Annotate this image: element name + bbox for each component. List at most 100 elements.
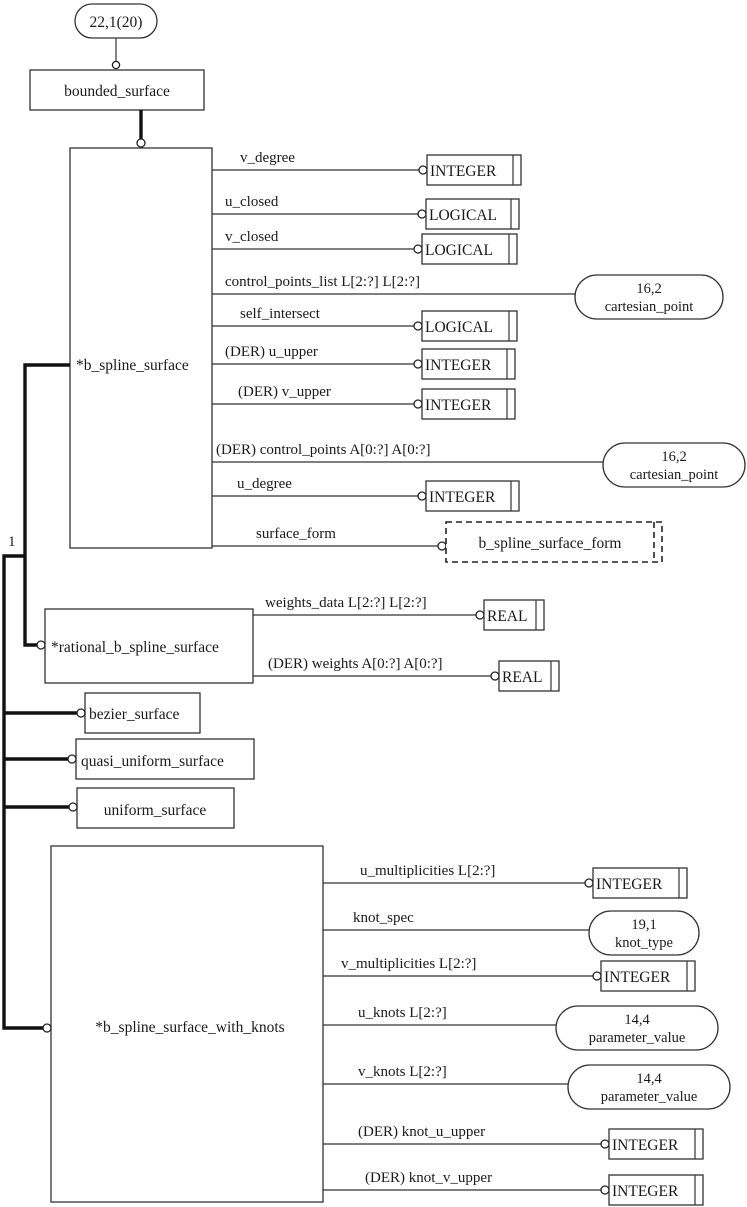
optional-circle-icon (437, 541, 447, 551)
simple-type-target[interactable]: INTEGER (426, 154, 522, 186)
simple-type-target[interactable]: LOGICAL (425, 198, 520, 230)
page-ref-node-shape (555, 1005, 719, 1051)
optional-circle-icon (475, 610, 485, 620)
page-ref-node-shape (588, 910, 700, 956)
simple-type-target[interactable]: INTEGER (608, 1174, 704, 1206)
entity-rational-b-spline-surface-label: *rational_b_spline_surface (51, 639, 219, 656)
simple-type-target[interactable]: LOGICAL (421, 310, 518, 342)
defined-type-target[interactable]: b_spline_surface_form (445, 521, 663, 563)
entity-quasi-uniform-surface-label: quasi_uniform_surface (81, 753, 224, 770)
attribute-label: knot_spec (353, 910, 414, 926)
page-ref-label: 22,1(20) (90, 14, 143, 31)
type-name: REAL (502, 669, 542, 686)
rational-subtype-circle (36, 640, 46, 650)
entity-bezier-surface[interactable]: bezier_surface (84, 692, 201, 734)
attribute-v-multiplicities-l-2[interactable]: v_multiplicities L[2:?]INTEGER (323, 956, 696, 992)
type-name: INTEGER (612, 1183, 679, 1200)
attribute-surface-form[interactable]: surface_form b_spline_surface_form (212, 521, 663, 563)
optional-circle-icon (584, 878, 594, 888)
type-name: INTEGER (425, 357, 492, 374)
simple-type-target[interactable]: INTEGER (421, 348, 516, 380)
simple-type-target[interactable]: INTEGER (421, 388, 516, 420)
optional-circle-icon (413, 359, 423, 369)
type-name: INTEGER (612, 1137, 679, 1154)
entity-bounded-surface[interactable]: bounded_surface (29, 69, 205, 111)
optional-circle-icon (600, 1139, 610, 1149)
simple-type-target[interactable]: INTEGER (600, 960, 696, 992)
type-box (592, 867, 688, 899)
simple-type-target[interactable]: REAL (498, 660, 560, 692)
type-box (498, 660, 560, 692)
type-name: LOGICAL (425, 319, 493, 336)
b-spline-surface-with-knots-attributes: u_multiplicities L[2:?] INTEGER knot_spec 1… (323, 863, 731, 1206)
optional-circle-icon (413, 244, 423, 254)
simple-type-target[interactable]: REAL (483, 599, 545, 631)
b-spline-surface-attributes: v_degreeINTEGERu_closedLOGICALv_closedLO… (212, 150, 746, 563)
type-name: b_spline_surface_form (479, 535, 622, 552)
optional-circle-icon (413, 399, 423, 409)
attribute-label: (DER) v_upper (238, 384, 331, 400)
entity-uniform-surface[interactable]: uniform_surface (76, 787, 235, 829)
attribute-label: u_closed (225, 194, 279, 210)
page-ref-number: 14,4 (636, 1071, 662, 1087)
simple-type-target[interactable]: INTEGER (608, 1128, 704, 1160)
subtype-line-knots (2, 554, 47, 1030)
attribute-label: surface_form (256, 526, 336, 542)
attribute-label: (DER) knot_u_upper (358, 1124, 485, 1140)
attribute-label: (DER) u_upper (225, 344, 318, 360)
attribute-u-closed[interactable]: u_closed LOGICAL (212, 194, 520, 230)
page-ref-number: 19,1 (631, 917, 656, 933)
attribute-u-multiplicities-l-2[interactable]: u_multiplicities L[2:?] INTEGER (323, 863, 688, 899)
optional-circle-icon (490, 671, 500, 681)
uniform-subtype-circle (68, 802, 78, 812)
attribute-label: (DER) weights A[0:?] A[0:?] (268, 656, 443, 672)
type-box (608, 1174, 704, 1206)
simple-type-target[interactable]: LOGICAL (421, 233, 518, 265)
attribute-control-points-list-l-2-l-2[interactable]: control_points_list L[2:?] L[2:?]16,2car… (212, 274, 724, 320)
attribute-label: u_degree (237, 476, 292, 492)
cardinality-label: 1 (8, 534, 16, 550)
entity-rational-b-spline-surface[interactable]: *rational_b_spline_surface (44, 608, 254, 684)
entity-quasi-uniform-surface[interactable]: quasi_uniform_surface (75, 738, 255, 780)
attribute-label: v_closed (225, 229, 279, 245)
entity-bounded-surface-label: bounded_surface (64, 83, 170, 100)
simple-type-target[interactable]: INTEGER (592, 867, 688, 899)
type-box (421, 310, 518, 342)
attribute-der-control-points-a-0-a-0[interactable]: (DER) control_points A[0:?] A[0:?] 16,2ca… (212, 442, 746, 488)
entity-b-spline-surface-with-knots-label: *b_spline_surface_with_knots (95, 1019, 284, 1036)
quasi-uniform-subtype-circle (67, 754, 77, 764)
optional-circle-icon (413, 321, 423, 331)
entity-b-spline-surface-with-knots[interactable]: *b_spline_surface_with_knots (50, 845, 324, 1203)
page-ref-entity: cartesian_point (630, 467, 719, 483)
attribute-label: u_knots L[2:?] (358, 1005, 447, 1021)
simple-type-target[interactable]: INTEGER (425, 480, 520, 512)
attribute-weights-data-l-2-l-2[interactable]: weights_data L[2:?] L[2:?]REAL (253, 595, 545, 631)
attribute-label: u_multiplicities L[2:?] (360, 863, 495, 879)
page-ref-number: 16,2 (636, 281, 661, 297)
attribute-label: (DER) control_points A[0:?] A[0:?] (216, 442, 431, 458)
type-name: INTEGER (429, 489, 496, 506)
page-ref-node[interactable]: 22,1(20) (74, 3, 158, 39)
type-name: INTEGER (425, 397, 492, 414)
type-name: LOGICAL (425, 242, 493, 259)
attribute-der-weights-a-0-a-0[interactable]: (DER) weights A[0:?] A[0:?] REAL (253, 656, 560, 692)
entity-b-spline-surface[interactable]: *b_spline_surface (69, 147, 213, 549)
page-ref-node-shape (602, 442, 746, 488)
page-ref-node-shape (567, 1064, 731, 1110)
